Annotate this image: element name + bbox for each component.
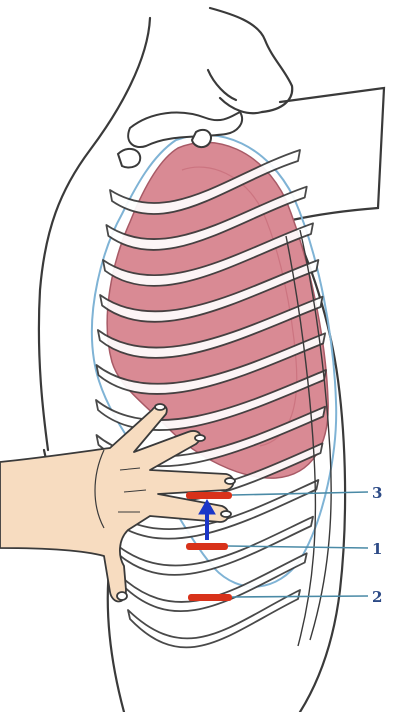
marker-2 — [188, 594, 232, 601]
marker-1 — [186, 543, 228, 550]
leader-lines — [228, 492, 368, 597]
label-2: 2 — [372, 588, 382, 606]
label-3: 3 — [372, 484, 382, 502]
marker-3 — [186, 492, 232, 499]
label-1: 1 — [372, 540, 382, 558]
